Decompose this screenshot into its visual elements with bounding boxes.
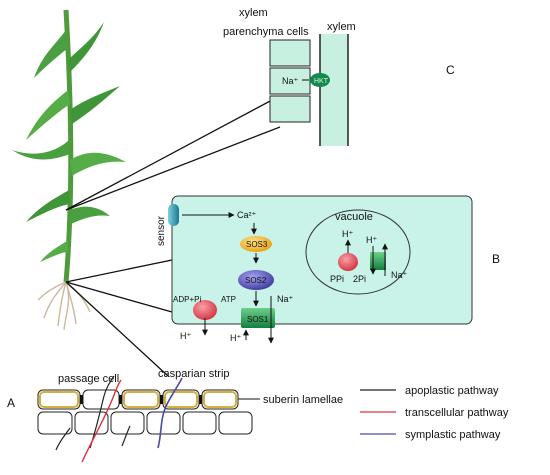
- vacuole-label: vacuole: [335, 211, 373, 223]
- apoplastic-path-line: [89, 375, 115, 449]
- sos2-protein: [238, 270, 274, 290]
- sos3-protein: [240, 236, 272, 252]
- xylem-label: xylem: [327, 21, 356, 33]
- casparian-strip-label: casparian strip: [158, 368, 230, 380]
- transcellular-path-line: [81, 379, 122, 463]
- parenchyma-cell-3: [269, 95, 311, 123]
- hkt-transporter: [310, 73, 330, 87]
- sensor-protein: [168, 204, 179, 226]
- xylem-vessel: [320, 34, 348, 146]
- panel-label-a: A: [7, 396, 15, 410]
- legend: apoplastic pathway transcellular pathway…: [360, 385, 509, 441]
- sos3-label: SOS3: [246, 240, 268, 249]
- panel-c: xylem parenchyma cells xylem Na⁺ HKT C: [223, 7, 455, 146]
- panel-label-b: B: [492, 252, 500, 266]
- sensor-label: sensor: [156, 215, 167, 246]
- h-vac-right-label: H⁺: [366, 235, 377, 245]
- parenchyma-cell-2: [269, 67, 311, 95]
- xylem-top-label: xylem: [239, 7, 268, 19]
- suberin-lamellae: [39, 391, 237, 408]
- two-pi-label: 2Pi: [353, 274, 366, 284]
- vacuole-h-pump: [338, 253, 358, 271]
- na-vac-label: Na⁺: [391, 270, 408, 280]
- passage-cell-label: passage cell: [58, 373, 119, 385]
- parenchyma-label: parenchyma cells: [223, 26, 309, 38]
- hkt-label: HKT: [314, 78, 329, 85]
- h-vac-left-label: H⁺: [342, 229, 353, 239]
- panel-label-c: C: [446, 63, 455, 77]
- vacuole-nhx-antiporter: [370, 252, 386, 270]
- connector-lines: [65, 99, 281, 377]
- suberin-label: suberin lamellae: [263, 394, 343, 406]
- legend-apoplastic: apoplastic pathway: [405, 385, 499, 397]
- h-left-label: H⁺: [180, 331, 191, 341]
- legend-transcellular: transcellular pathway: [405, 407, 509, 419]
- na-out-label: Na⁺: [277, 294, 294, 304]
- cortex-cells: [37, 411, 253, 435]
- sos1-antiporter: [241, 308, 275, 328]
- vacuole: [305, 209, 411, 295]
- na-ion-label: Na⁺: [282, 76, 299, 86]
- atpase-pump: [193, 300, 217, 320]
- root-cell-box: [171, 195, 473, 325]
- panel-b: sensor Ca²⁺ SOS3 SOS2 SOS1 Na⁺ H⁺ ADP+Pi…: [156, 195, 500, 344]
- calcium-label: Ca²⁺: [237, 210, 257, 220]
- sos2-label: SOS2: [245, 276, 267, 285]
- adp-pi-label: ADP+Pi: [173, 295, 201, 304]
- casparian-strips: [80, 395, 202, 404]
- atp-label: ATP: [221, 295, 236, 304]
- legend-symplastic: symplastic pathway: [405, 429, 501, 441]
- panel-a: A passage cell casparian strip suberin l…: [7, 368, 343, 463]
- symplastic-path-line: [157, 377, 183, 449]
- ppi-label: PPi: [330, 274, 344, 284]
- maize-plant-illustration: [12, 9, 126, 331]
- sos1-label: SOS1: [247, 315, 269, 324]
- parenchyma-cell-1: [269, 39, 311, 67]
- endodermis-cells: [37, 389, 239, 410]
- h-mid-label: H⁺: [230, 333, 241, 343]
